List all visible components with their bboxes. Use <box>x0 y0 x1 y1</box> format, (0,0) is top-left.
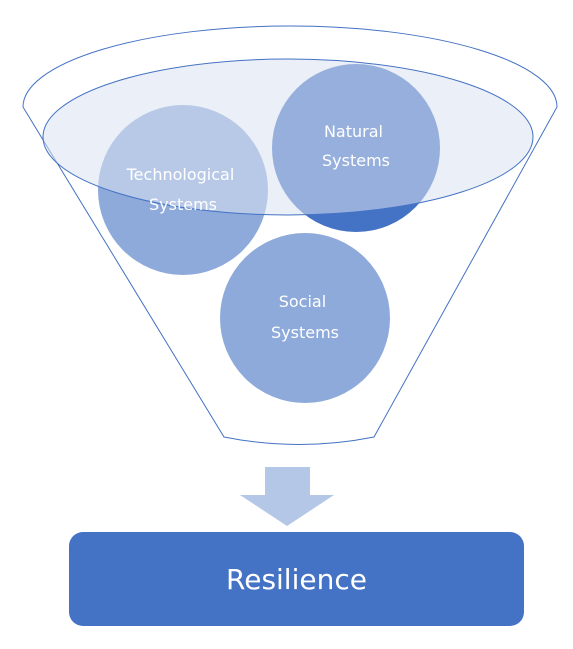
technological-label-line2: Systems <box>149 195 217 214</box>
natural-systems-label: Natural Systems <box>322 122 390 170</box>
natural-label-line2: Systems <box>322 151 390 170</box>
social-label-line2: Systems <box>271 323 339 342</box>
resilience-box: Resilience <box>69 532 524 626</box>
resilience-label: Resilience <box>226 562 367 596</box>
funnel-top-rim <box>42 58 534 216</box>
technological-label-line1: Technological <box>126 165 235 184</box>
down-arrow-icon <box>240 467 334 526</box>
social-systems-label: Social Systems <box>271 292 339 342</box>
natural-label-line1: Natural <box>324 122 383 141</box>
social-label-line1: Social <box>279 292 326 311</box>
social-systems-circle <box>220 233 390 403</box>
technological-systems-label: Technological Systems <box>126 165 240 214</box>
